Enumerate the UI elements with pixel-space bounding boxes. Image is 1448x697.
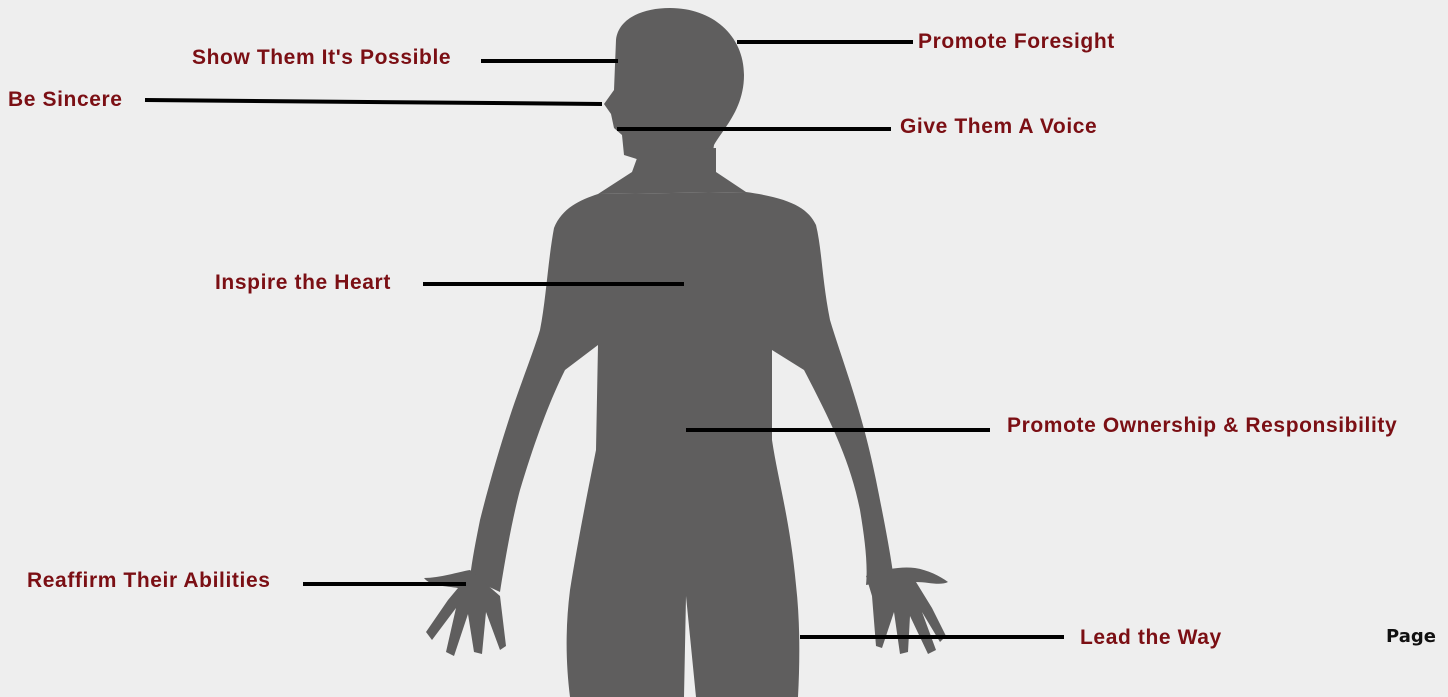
- label-give-voice: Give Them A Voice: [900, 116, 1097, 137]
- label-promote-ownership: Promote Ownership & Responsibility: [1007, 415, 1397, 436]
- leader-line-be-sincere: [145, 100, 602, 104]
- label-reaffirm-abilities: Reaffirm Their Abilities: [27, 570, 271, 591]
- silhouette-right-hand: [866, 567, 948, 654]
- label-be-sincere: Be Sincere: [8, 89, 123, 110]
- human-silhouette: [424, 8, 948, 697]
- label-inspire-heart: Inspire the Heart: [215, 272, 391, 293]
- silhouette-neck: [598, 148, 746, 194]
- page-label: Page: [1386, 628, 1436, 646]
- silhouette-torso: [470, 192, 894, 697]
- label-lead-way: Lead the Way: [1080, 627, 1222, 648]
- label-promote-foresight: Promote Foresight: [918, 31, 1115, 52]
- silhouette-head: [604, 8, 744, 160]
- label-show-possible: Show Them It's Possible: [192, 47, 451, 68]
